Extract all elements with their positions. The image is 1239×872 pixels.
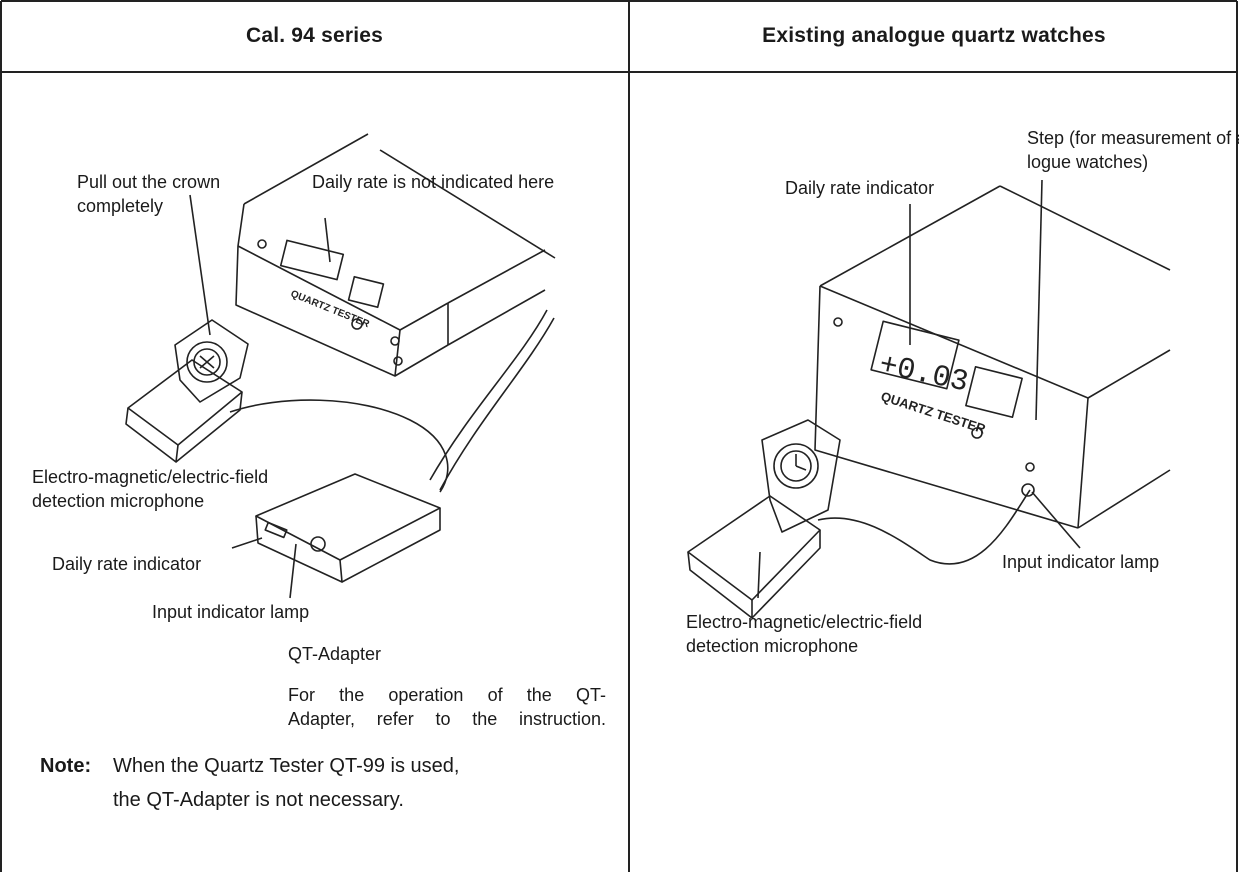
label-microphone-right-2: detection microphone	[686, 636, 859, 656]
quartz-tester-unit	[235, 133, 556, 377]
label-daily-rate-not-indicated: Daily rate is not indicated here	[312, 172, 555, 192]
header-cal-94-series: Cal. 94 series	[245, 24, 384, 47]
label-pull-out-crown-2: completely	[77, 196, 164, 216]
label-step-2: logue watches)	[1027, 152, 1149, 172]
note-label: Note:	[40, 755, 92, 777]
note-line-2: the QT-Adapter is not necessary.	[113, 789, 404, 811]
label-pull-out-crown-1: Pull out the crown	[77, 172, 221, 192]
note-line-1: When the Quartz Tester QT-99 is used,	[113, 755, 460, 777]
leader-input-lamp-right	[1031, 491, 1081, 549]
tester-brand-text-right: QUARTZ TESTER	[879, 389, 988, 437]
leader-step	[1035, 179, 1043, 421]
microphone-cable	[229, 399, 449, 493]
leader-input-lamp	[289, 543, 297, 599]
label-input-lamp-right: Input indicator lamp	[1002, 552, 1160, 572]
label-operation-line-1: For the operation of the QT-	[288, 685, 606, 705]
label-microphone-1: Electro-magnetic/electric-field	[32, 467, 269, 487]
leader-pull-crown	[189, 194, 211, 336]
label-step-1: Step (for measurement of ana-	[1027, 128, 1239, 148]
microphone-unit-right	[687, 419, 841, 619]
label-input-lamp-left: Input indicator lamp	[152, 602, 310, 622]
microphone-cable-right	[817, 489, 1031, 565]
leader-daily-rate-indicator	[231, 537, 263, 549]
quartz-tester-unit-right	[814, 185, 1171, 529]
label-operation-line-2: Adapter, refer to the instruction.	[288, 709, 606, 729]
label-daily-rate-indicator-right: Daily rate indicator	[785, 178, 935, 198]
label-daily-rate-indicator-left: Daily rate indicator	[52, 554, 202, 574]
qt-adapter-unit	[255, 473, 441, 583]
microphone-unit	[125, 319, 249, 463]
label-microphone-right-1: Electro-magnetic/electric-field	[686, 612, 923, 632]
leader-daily-rate-not-indicated	[324, 217, 331, 263]
label-microphone-2: detection microphone	[32, 491, 205, 511]
leader-microphone-right	[757, 551, 761, 599]
header-existing-analogue-watches: Existing analogue quartz watches	[762, 24, 1106, 47]
label-qt-adapter: QT-Adapter	[288, 644, 382, 664]
